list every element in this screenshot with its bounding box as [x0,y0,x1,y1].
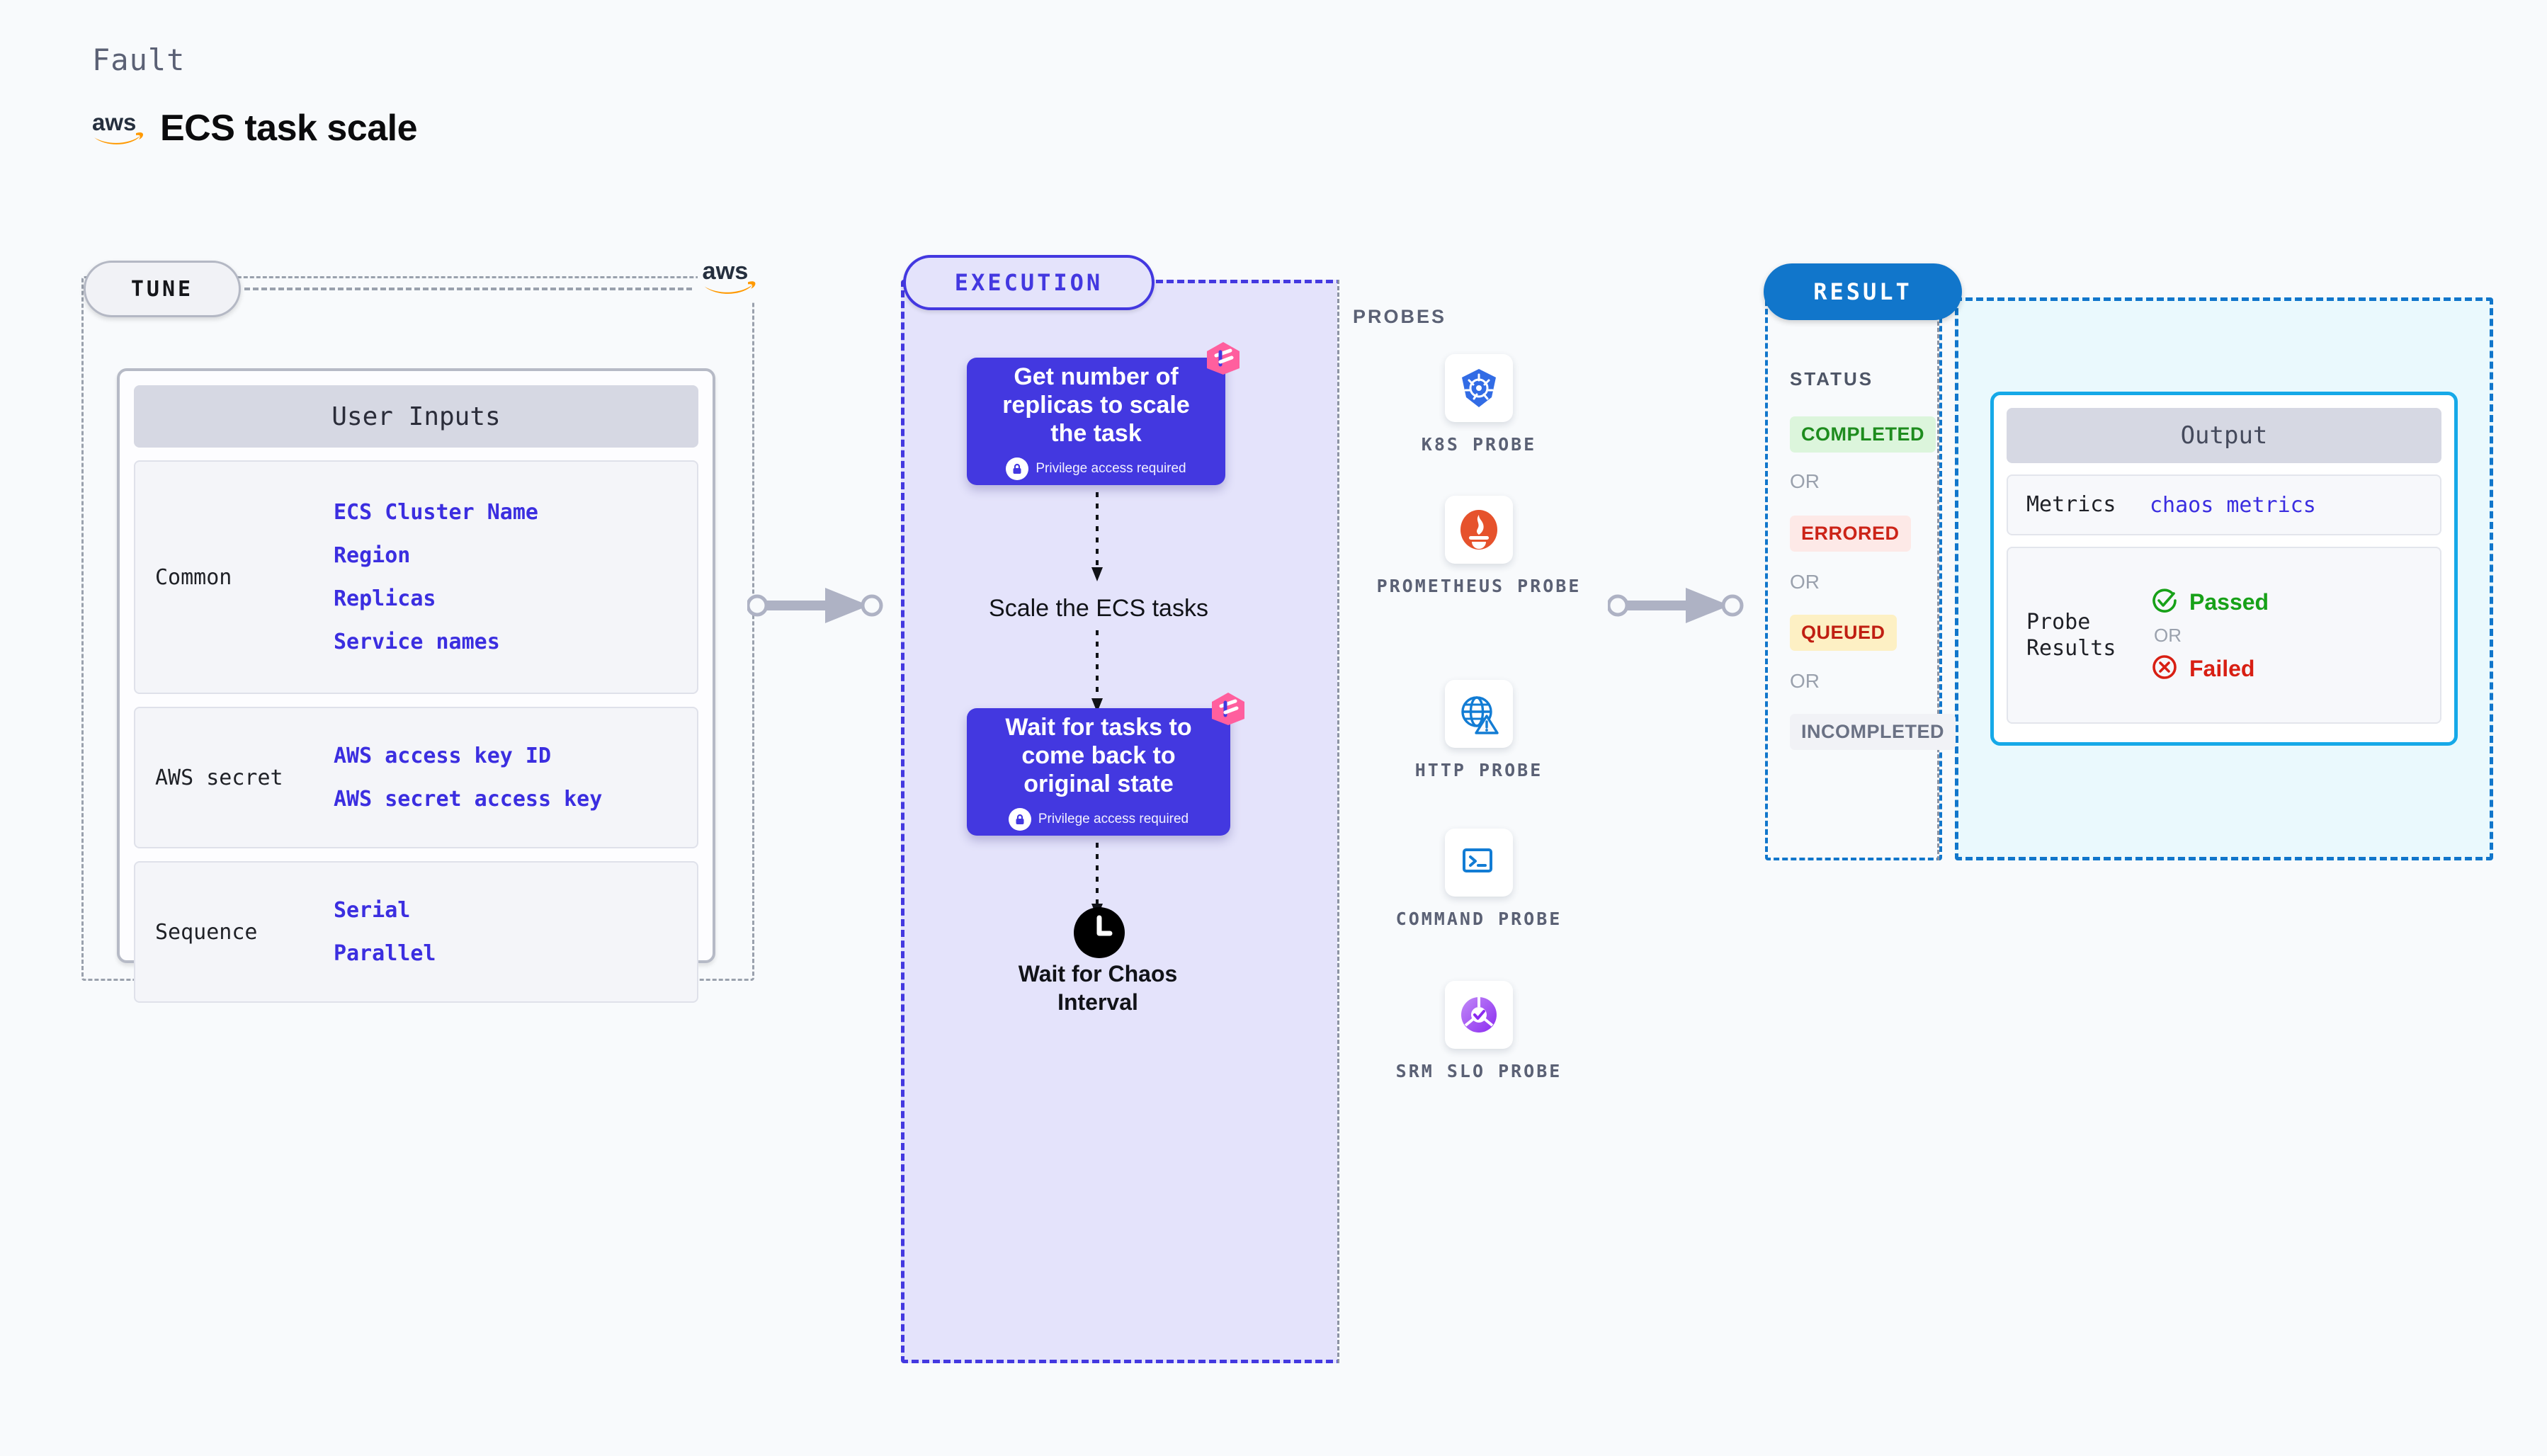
input-group-aws-secret: AWS secret AWS access key ID AWS secret … [134,707,698,848]
page-title: ECS task scale [160,108,418,149]
status-badge-completed: COMPLETED [1790,416,1936,453]
prometheus-icon [1445,496,1513,564]
probe-result-failed: Failed [2150,652,2269,686]
probe-label: PROMETHEUS PROBE [1376,576,1582,596]
result-pill[interactable]: RESULT [1764,263,1962,320]
input-value[interactable]: AWS secret access key [334,787,603,812]
result-divider-line [1937,283,1939,860]
result-panel [1765,283,1942,860]
page-title-row: aws ECS task scale [92,107,418,149]
page-eyebrow: Fault [92,42,186,77]
input-group-label: AWS secret [155,765,283,790]
status-or-label: OR [1790,571,1820,593]
input-value[interactable]: Parallel [334,941,436,966]
privilege-note: Privilege access required [1006,457,1186,481]
probe-result-passed-label: Passed [2189,588,2269,615]
check-circle-icon [2150,586,2179,619]
output-card: Output Metrics chaos metrics Probe Resul… [1990,392,2458,746]
execution-pill-label: EXECUTION [954,269,1104,296]
status-or-label: OR [1790,470,1820,492]
svg-text:aws: aws [702,259,748,285]
input-value[interactable]: Replicas [334,586,436,611]
probes-panel [1337,280,1621,1363]
probe-result-or-label: OR [2154,624,2182,646]
tune-pill-label: TUNE [130,276,194,302]
output-row-probe-results: Probe Results Passed OR [2007,547,2441,724]
kubernetes-icon [1445,354,1513,422]
status-badge-errored: ERRORED [1790,516,1911,552]
probe-label: COMMAND PROBE [1395,909,1562,929]
input-value[interactable]: Serial [334,898,411,923]
probe-item-srm-slo[interactable]: SRM SLO PROBE [1366,981,1592,1084]
input-value[interactable]: Service names [334,630,500,654]
probe-item-prometheus[interactable]: PROMETHEUS PROBE [1366,496,1592,598]
tune-pill[interactable]: TUNE [84,261,241,317]
output-row-label: Probe Results [2026,609,2116,661]
probe-item-http[interactable]: HTTP PROBE [1366,680,1592,783]
execution-step-title: Get number of replicas to scale the task [1002,363,1190,448]
srm-slo-icon [1445,981,1513,1049]
probe-results-values: Passed OR Failed [2150,586,2269,686]
probe-label: K8S PROBE [1421,434,1537,455]
execution-pill[interactable]: EXECUTION [903,255,1155,310]
status-badge-incompleted: INCOMPLETED [1790,714,1956,750]
result-pill-label: RESULT [1813,278,1912,305]
output-row-metrics: Metrics chaos metrics [2007,474,2441,535]
connector-execution-to-result [1608,588,1744,623]
terminal-icon [1445,829,1513,897]
clock-icon [1073,906,1125,962]
probe-label: HTTP PROBE [1414,760,1543,780]
privilege-text: Privilege access required [1036,461,1186,477]
probe-item-command[interactable]: COMMAND PROBE [1366,829,1592,931]
probe-item-k8s[interactable]: K8S PROBE [1366,354,1592,457]
flow-arrow-down [1091,630,1103,712]
connector-tune-to-execution [747,588,883,623]
http-globe-warning-icon [1445,680,1513,748]
execution-step-node[interactable]: Wait for tasks to come back to original … [967,693,1244,836]
probe-result-failed-label: Failed [2189,655,2255,681]
input-group-values: AWS access key ID AWS secret access key [334,744,602,812]
input-value[interactable]: Region [334,543,411,568]
aws-logo-icon: aws [92,111,144,145]
privilege-note: Privilege access required [1008,808,1189,831]
input-group-values: ECS Cluster Name Region Replicas Service… [334,500,538,654]
harness-icon [1204,339,1242,381]
harness-icon [1209,690,1247,732]
input-group-values: Serial Parallel [334,898,436,966]
x-circle-icon [2150,652,2179,686]
lock-icon [1008,808,1031,831]
input-group-sequence: Sequence Serial Parallel [134,861,698,1003]
flow-arrow-down [1091,492,1103,581]
probes-heading: PROBES [1353,306,1447,327]
status-badge-queued: QUEUED [1790,615,1897,651]
probe-result-passed: Passed [2150,586,2269,619]
input-value[interactable]: AWS access key ID [334,744,552,768]
input-value[interactable]: ECS Cluster Name [334,500,538,525]
output-title: Output [2007,408,2441,463]
svg-text:aws: aws [92,111,136,135]
status-or-label: OR [1790,670,1820,692]
lock-icon [1006,457,1029,481]
probe-label: SRM SLO PROBE [1395,1061,1562,1081]
tune-aws-logo-icon: aws [698,256,761,301]
user-inputs-title: User Inputs [134,385,698,448]
input-group-common: Common ECS Cluster Name Region Replicas … [134,460,698,694]
execution-step-node[interactable]: Get number of replicas to scale the task… [967,342,1240,485]
execution-step-label: Scale the ECS tasks [989,595,1208,622]
page-header: Fault aws ECS task scale [92,42,418,149]
tune-divider-line [244,288,692,290]
input-group-label: Sequence [155,919,258,945]
input-group-label: Common [155,564,232,590]
output-row-value[interactable]: chaos metrics [2150,492,2316,518]
status-heading: STATUS [1790,368,1874,389]
execution-step-title: Wait for tasks to come back to original … [1005,713,1192,798]
execution-timer-label: Wait for Chaos Interval [1018,961,1178,1015]
output-row-label: Metrics [2026,492,2116,518]
user-inputs-card: User Inputs Common ECS Cluster Name Regi… [117,368,715,1003]
privilege-text: Privilege access required [1038,812,1189,827]
